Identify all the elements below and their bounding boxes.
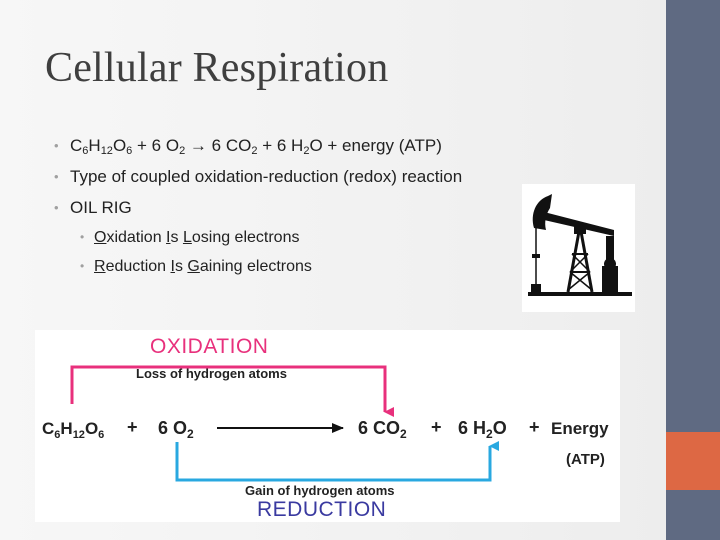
water-formula: 6 H2O	[458, 418, 507, 441]
sidebar-accent	[666, 432, 720, 490]
bullet-dot: •	[54, 200, 59, 215]
plus-sign: +	[127, 417, 138, 437]
slide-title: Cellular Respiration	[45, 45, 389, 91]
bullet-dot: •	[80, 230, 85, 244]
oxidation-title: OXIDATION	[150, 335, 268, 358]
redox-diagram: OXIDATION Loss of hydrogen atoms Gain of…	[35, 330, 620, 522]
bullet-dot: •	[54, 169, 59, 184]
reduction-arrow	[175, 441, 499, 482]
oxygen-formula: 6 O2	[158, 418, 194, 441]
sub-bullet-list: •Oxidation Is Losing electrons •Reductio…	[80, 223, 312, 281]
reduction-caption: Gain of hydrogen atoms	[245, 483, 395, 498]
sub-bullet-oxidation: •Oxidation Is Losing electrons	[80, 223, 312, 252]
sidebar-band	[666, 0, 720, 540]
bullet-list: •C6H12O6 + 6 O2 → 6 CO2 + 6 H2O + energy…	[54, 130, 614, 223]
oxidation-caption: Loss of hydrogen atoms	[136, 366, 287, 381]
bullet-dot: •	[54, 138, 59, 153]
carbon-dioxide-formula: 6 CO2	[358, 418, 407, 441]
plus-sign: +	[431, 417, 442, 437]
glucose-formula: C6H12O6	[42, 419, 104, 441]
oil-pump-image	[522, 184, 635, 312]
bullet-equation: •C6H12O6 + 6 O2 → 6 CO2 + 6 H2O + energy…	[54, 130, 614, 161]
arrow-icon: →	[185, 136, 212, 155]
bullet-oilrig: •OIL RIG	[54, 192, 614, 223]
sub-bullet-reduction: •Reduction Is Gaining electrons	[80, 252, 312, 281]
plus-sign: +	[529, 417, 540, 437]
atp-label: (ATP)	[566, 451, 605, 468]
energy-label: Energy	[551, 419, 609, 438]
bullet-redox: •Type of coupled oxidation-reduction (re…	[54, 161, 614, 192]
oxidation-arrow	[70, 365, 394, 417]
bullet-dot: •	[80, 259, 85, 273]
reduction-title: REDUCTION	[257, 498, 386, 521]
